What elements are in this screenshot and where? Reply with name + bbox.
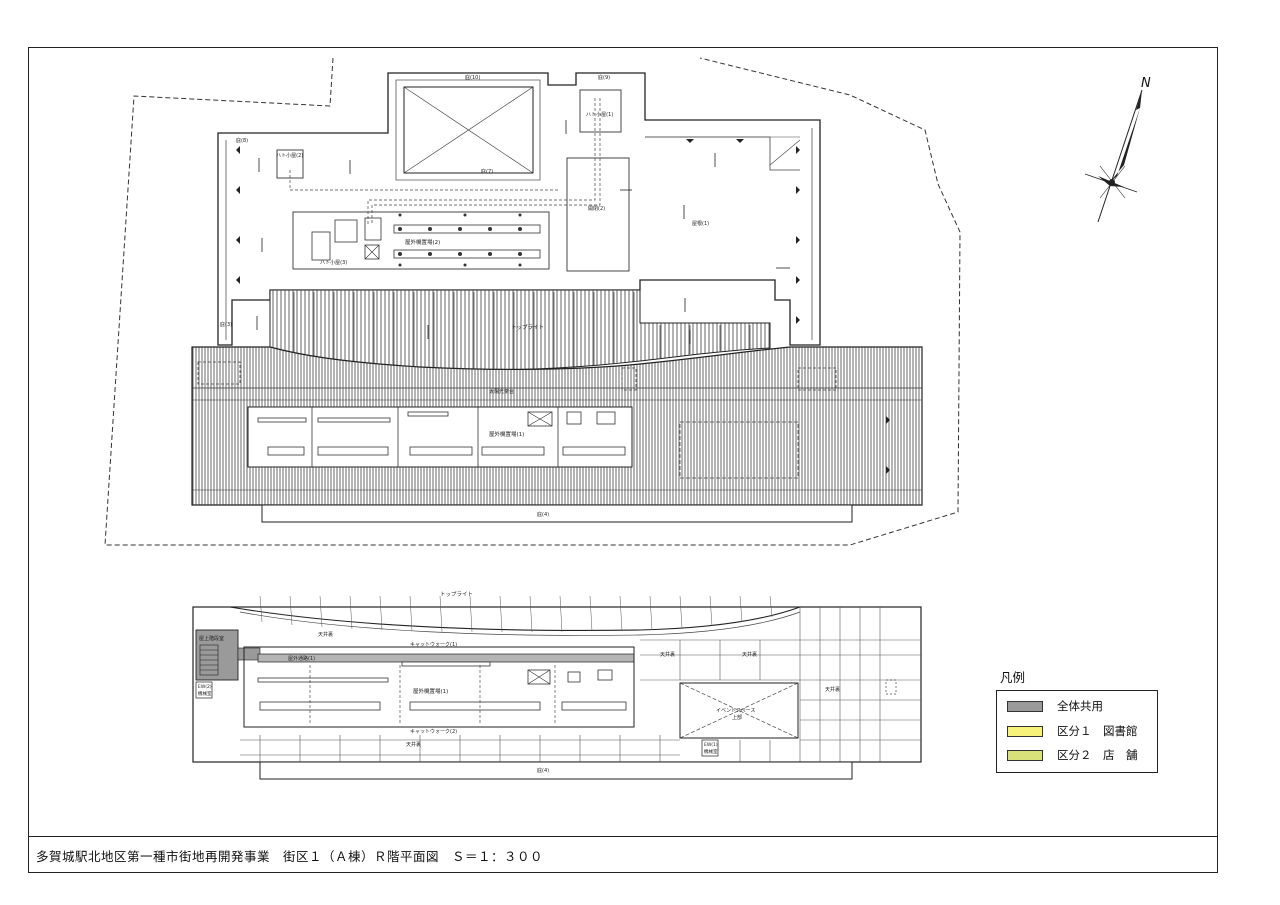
upper-eave-3-label: 庇(3) xyxy=(220,321,232,328)
lower-ceiling-c-label: 天井裏 xyxy=(742,651,757,658)
sheet-frame xyxy=(28,47,1218,873)
lower-ceiling-e-label: 天井裏 xyxy=(406,741,421,748)
lower-top-light-label: トップライト xyxy=(440,591,473,598)
lower-ew-1-label: EW(2) xyxy=(198,684,212,690)
site-boundary xyxy=(104,57,961,546)
upper-eave-8-label: 庇(8) xyxy=(236,137,248,144)
lower-event-space-label: イベントスペース xyxy=(716,708,755,714)
upper-eave-10-label: 庇(10) xyxy=(465,74,480,81)
legend-box: 全体共用 区分１ 図書館 区分２ 店 舗 xyxy=(996,690,1158,773)
legend-label-store: 区分２ 店 舗 xyxy=(1057,748,1138,762)
upper-roof-1-label: 屋根(1) xyxy=(692,220,709,227)
lower-catwalk-2-label: キャットウォーク(2) xyxy=(410,728,457,735)
upper-outdoor-equip-2-label: 屋外機置場(2) xyxy=(405,238,440,246)
lower-ceiling-d-label: 天井裏 xyxy=(825,686,840,693)
lower-ceiling-a-label: 天井裏 xyxy=(318,631,333,638)
upper-solar-label: 太陽光架台 xyxy=(489,388,514,395)
lower-plan: トップライト 屋上階段室 キャットウォーク(1) キャットウォーク(2) 屋外機… xyxy=(192,591,922,780)
upper-eave-9-label: 庇(9) xyxy=(598,74,610,81)
legend-title: 凡例 xyxy=(1000,670,1026,685)
upper-eave-4-label: 庇(4) xyxy=(537,511,549,518)
lower-outdoor-pass-1-label: 屋外通路(1) xyxy=(288,655,315,662)
legend-item-library: 区分１ 図書館 xyxy=(1007,723,1138,739)
lower-mech-room-1-label: 機械室 xyxy=(198,690,212,697)
upper-hatch-3-label: ハト小屋(3) xyxy=(320,259,347,266)
legend-swatch-library xyxy=(1007,725,1043,737)
legend-item-store: 区分２ 店 舗 xyxy=(1007,747,1138,763)
lower-roof-stair-label: 屋上階段室 xyxy=(199,635,224,642)
upper-eave-7-label: 庇(7) xyxy=(481,168,493,175)
upper-plan: トップライト 屋外機置場(1) 屋外機置場(2) ハト小屋(1) ハト小屋(2)… xyxy=(104,57,961,546)
upper-top-light-label: トップライト xyxy=(511,324,544,331)
legend-item-common: 全体共用 xyxy=(1007,698,1103,714)
north-label: N xyxy=(1141,76,1151,91)
legend-swatch-store xyxy=(1007,749,1043,761)
lower-event-space-sub-label: 上部 xyxy=(732,714,742,721)
upper-hatch-2-label: ハト小屋(2) xyxy=(276,152,303,159)
upper-outdoor-equip-1-label: 屋外機置場(1) xyxy=(489,430,524,438)
lower-catwalk-1-label: キャットウォーク(1) xyxy=(410,641,457,648)
building-outline xyxy=(217,72,821,346)
legend-label-library: 区分１ 図書館 xyxy=(1057,724,1138,738)
lower-ew-2-label: EW(1) xyxy=(704,742,718,748)
north-arrow-icon xyxy=(1084,89,1143,223)
upper-hatch-1-label: ハト小屋(1) xyxy=(586,111,613,118)
sheet-title: 多賀城駅北地区第一種市街地再開発事業 街区１（Ａ棟）Ｒ階平面図 Ｓ＝１：３００ xyxy=(36,849,544,864)
upper-duct-2-label: 開閉(2) xyxy=(588,206,605,212)
lower-eave-4-label: 庇(4) xyxy=(537,767,549,774)
title-divider xyxy=(28,836,1218,837)
lower-mech-room-2-label: 機械室 xyxy=(704,748,718,755)
lower-outdoor-equip-1-label: 屋外機置場(1) xyxy=(413,687,448,695)
lower-ceiling-b-label: 天井裏 xyxy=(660,651,675,658)
legend-swatch-common xyxy=(1007,700,1043,712)
legend-label-common: 全体共用 xyxy=(1057,699,1103,713)
